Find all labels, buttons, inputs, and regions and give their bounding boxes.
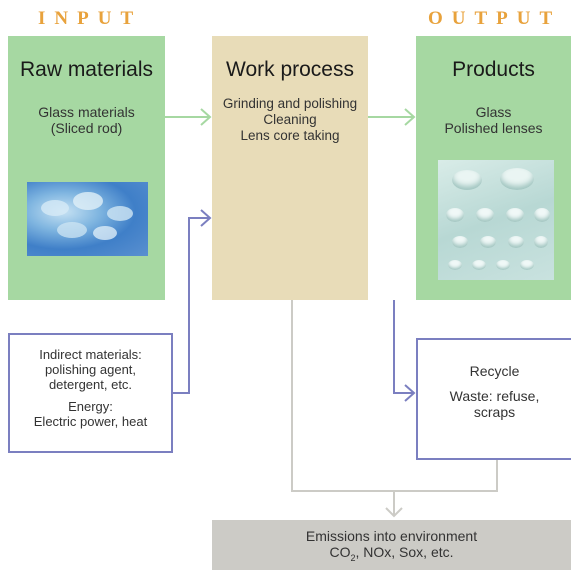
output-heading: OUTPUT xyxy=(428,8,562,29)
arrow-indirect-to-process xyxy=(173,209,212,394)
raw-materials-title: Raw materials xyxy=(19,58,154,81)
products-line1: Glass xyxy=(475,104,512,120)
recycle-line1: Recycle xyxy=(469,363,520,379)
glass-rod-photo xyxy=(27,182,148,256)
emissions-line1: Emissions into environment xyxy=(305,528,478,544)
products-title: Products xyxy=(452,58,535,81)
indirect-line2: polishing agent, xyxy=(44,362,137,377)
recycle-line2: Waste: refuse, xyxy=(449,388,540,404)
work-process-line3: Lens core taking xyxy=(240,128,340,143)
arrow-process-to-products xyxy=(368,108,416,126)
arrow-raw-to-process xyxy=(165,108,212,126)
work-process-line2: Cleaning xyxy=(263,112,317,127)
indirect-line5: Electric power, heat xyxy=(33,414,148,429)
emissions-box: Emissions into environment CO2, NOx, Sox… xyxy=(212,520,571,570)
arrow-to-emissions xyxy=(291,300,498,518)
products-line2: Polished lenses xyxy=(444,120,543,136)
products-box: Products Glass Polished lenses xyxy=(416,36,571,300)
work-process-box: Work process Grinding and polishing Clea… xyxy=(212,36,368,300)
recycle-box: Recycle Waste: refuse, scraps xyxy=(416,338,571,460)
indirect-line3: detergent, etc. xyxy=(48,377,133,392)
arrow-process-to-recycle xyxy=(393,300,416,402)
work-process-line1: Grinding and polishing xyxy=(222,96,358,111)
raw-materials-line2: (Sliced rod) xyxy=(50,120,123,136)
indirect-line4: Energy: xyxy=(68,399,113,414)
raw-materials-line1: Glass materials xyxy=(38,104,135,120)
emissions-line2: CO2, NOx, Sox, etc. xyxy=(329,544,454,563)
work-process-title: Work process xyxy=(226,58,354,81)
indirect-materials-box: Indirect materials: polishing agent, det… xyxy=(8,333,173,453)
recycle-line3: scraps xyxy=(473,404,516,420)
polished-lenses-photo xyxy=(438,160,554,280)
indirect-line1: Indirect materials: xyxy=(39,347,142,362)
raw-materials-box: Raw materials Glass materials (Sliced ro… xyxy=(8,36,165,300)
input-heading: INPUT xyxy=(38,8,143,29)
